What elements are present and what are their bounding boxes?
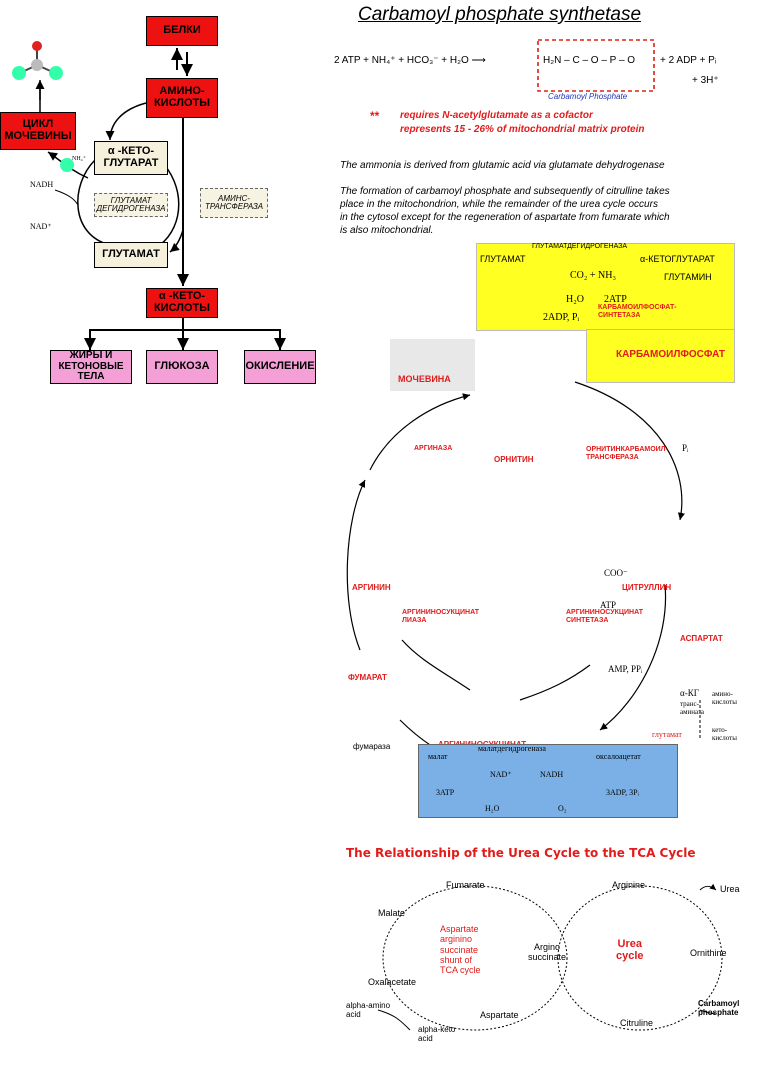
box-oxidation: ОКИСЛЕНИЕ bbox=[244, 350, 316, 384]
product-formula: H₂N – C – O – P – O bbox=[543, 55, 636, 66]
urea-circle bbox=[557, 885, 723, 1031]
product-box bbox=[537, 39, 655, 92]
label-akg2: α-КГ bbox=[680, 688, 699, 698]
label-amp: AMP, PPᵢ bbox=[608, 664, 643, 674]
oxygen-atom bbox=[32, 41, 42, 51]
label-nadh-blue: NADH bbox=[540, 770, 564, 779]
para2-line1: The formation of carbamoyl phosphate and… bbox=[340, 186, 670, 197]
label-h2o-blue: H₂O bbox=[485, 804, 500, 813]
label-2atp: 2ATP bbox=[604, 294, 627, 305]
nh4-atom bbox=[60, 158, 74, 172]
tca-oxalacetate: Oxalacetate bbox=[368, 977, 417, 987]
label-keto-acids: кето- кислоты bbox=[712, 726, 737, 742]
tca-ornithine: Ornithine bbox=[690, 948, 727, 958]
label-h2o-1: H₂O bbox=[566, 294, 584, 305]
label-oxaloacetate: оксалоацетат bbox=[596, 752, 641, 761]
label-nad: NAD⁺ bbox=[30, 222, 52, 231]
box-glucose: ГЛЮКОЗА bbox=[146, 350, 218, 384]
note-line1: requires N-acetylglutamate as a cofactor bbox=[400, 110, 593, 121]
tca-circle bbox=[382, 885, 568, 1031]
label-nh4: NH₄⁺ bbox=[72, 156, 86, 162]
label-carbamoyl-p: КАРБАМОИЛФОСФАТ bbox=[616, 349, 725, 360]
label-urea: МОЧЕВИНА bbox=[398, 374, 451, 384]
label-ornithine: ОРНИТИН bbox=[494, 455, 534, 464]
label-3adp: 3ADP, 3Pᵢ bbox=[606, 788, 639, 797]
label-malate: малат bbox=[428, 752, 448, 761]
label-atp: ATP bbox=[600, 600, 617, 610]
equation-right: + 2 ADP + Pᵢ bbox=[660, 55, 717, 66]
label-pi: Pᵢ bbox=[682, 443, 689, 453]
label-coo: COO⁻ bbox=[604, 568, 628, 578]
yellow-box-bottom bbox=[586, 329, 735, 383]
product-name: Carbamoyl Phosphate bbox=[548, 92, 628, 101]
label-arginase: АРГИНАЗА bbox=[414, 445, 453, 452]
tca-urea: Urea bbox=[720, 884, 740, 894]
note-stars: ** bbox=[370, 109, 380, 123]
tca-fumarate: Fumarate bbox=[446, 880, 485, 890]
label-amino-acids: амино- кислоты bbox=[712, 690, 737, 706]
label-otc: ОРНИТИНКАРБАМОИЛ- ТРАНСФЕРАЗА bbox=[586, 446, 668, 461]
label-nad-blue: NAD⁺ bbox=[490, 770, 512, 779]
tca-arginine: Arginine bbox=[612, 880, 646, 890]
tca-urea-cycle: Urea cycle bbox=[616, 938, 644, 963]
tca-citruline: Citruline bbox=[620, 1018, 654, 1028]
label-citrulline: ЦИТРУЛЛИН bbox=[622, 583, 672, 592]
label-gdh: ГЛУТАМАТДЕГИДРОГЕНАЗА bbox=[532, 243, 628, 250]
box-glutamate-dh: ГЛУТАМАТ ДЕГИДРОГЕНАЗА bbox=[94, 193, 168, 217]
tca-aspartate: Aspartate bbox=[480, 1010, 519, 1020]
urea-box bbox=[390, 339, 475, 391]
box-glutamate: ГЛУТАМАТ bbox=[94, 242, 168, 268]
tca-argsucc: Argino succinate bbox=[528, 942, 567, 963]
label-co2-nh3: CO₂ + NH₃ bbox=[570, 270, 616, 281]
box-aminotransferase: АМИНС- ТРАНСФЕРАЗА bbox=[200, 188, 268, 218]
label-fumarate: ФУМАРАТ bbox=[348, 673, 387, 682]
note-line2: represents 15 - 26% of mitochondrial mat… bbox=[400, 124, 645, 135]
tca-shunt: Aspartate arginino succinate shunt of TC… bbox=[440, 924, 481, 976]
label-akg: α-КЕТОГЛУТАРАТ bbox=[640, 254, 715, 264]
box-keto-acids: α -КЕТО- КИСЛОТЫ bbox=[146, 288, 218, 318]
tca-title: The Relationship of the Urea Cycle to th… bbox=[346, 846, 696, 860]
label-aspartate: АСПАРТАТ bbox=[680, 634, 723, 643]
label-glutamate: ГЛУТАМАТ bbox=[480, 254, 526, 264]
plus-h: + 3H⁺ bbox=[692, 75, 719, 86]
label-arginine: АРГИНИН bbox=[352, 583, 391, 592]
label-glutamate-red: глутамат bbox=[652, 730, 682, 739]
equation-left: 2 ATP + NH₄⁺ + HCO₃⁻ + H₂O ⟶ bbox=[334, 55, 486, 66]
yellow-box-top bbox=[476, 243, 735, 331]
cps-title: Carbamoyl phosphate synthetase bbox=[358, 4, 642, 25]
box-belki: БЕЛКИ bbox=[146, 16, 218, 46]
box-amino-acids: АМИНО- КИСЛОТЫ bbox=[146, 78, 218, 118]
box-ketoglutarate: α -КЕТО- ГЛУТАРАТ bbox=[94, 141, 168, 175]
tca-alpha-keto: alpha-keto acid bbox=[418, 1025, 456, 1043]
label-mdh: малатдегидрогеназа bbox=[478, 744, 546, 753]
label-fumarase: фумараза bbox=[353, 742, 391, 751]
tca-alpha-amino: alpha-amino acid bbox=[346, 1001, 391, 1019]
tca-malate: Malate bbox=[378, 908, 406, 918]
label-transaminase: транс- аминаза bbox=[680, 700, 705, 716]
para2-line2: place in the mitochondrion, while the re… bbox=[340, 199, 658, 210]
label-glutamine: ГЛУТАМИН bbox=[664, 272, 712, 282]
carbon-atom bbox=[31, 59, 43, 71]
tca-carbamoyl: Carbamoyl phosphate bbox=[698, 999, 740, 1017]
para2-line3: in the cytosol except for the regenerati… bbox=[340, 212, 670, 223]
label-asl: АРГИНИНОСУКЦИНАТ ЛИАЗА bbox=[402, 609, 480, 624]
box-urea-cycle: ЦИКЛ МОЧЕВИНЫ bbox=[0, 112, 76, 150]
label-cps-enzyme: КАРБАМОИЛФОСФАТ- СИНТЕТАЗА bbox=[598, 304, 677, 319]
label-2adp: 2ADP, Pᵢ bbox=[543, 312, 580, 323]
label-3atp: 3ATP bbox=[436, 788, 455, 797]
label-ass: АРГИНИНОСУКЦИНАТ СИНТЕТАЗА bbox=[566, 609, 644, 624]
para2-line4: is also mitochondrial. bbox=[340, 225, 434, 236]
label-o2: O₂ bbox=[558, 804, 567, 813]
box-fats: ЖИРЫ И КЕТОНОВЫЕ ТЕЛА bbox=[50, 350, 132, 384]
para1: The ammonia is derived from glutamic aci… bbox=[340, 160, 665, 171]
label-nadh: NADH bbox=[30, 180, 54, 189]
blue-box bbox=[418, 744, 678, 818]
